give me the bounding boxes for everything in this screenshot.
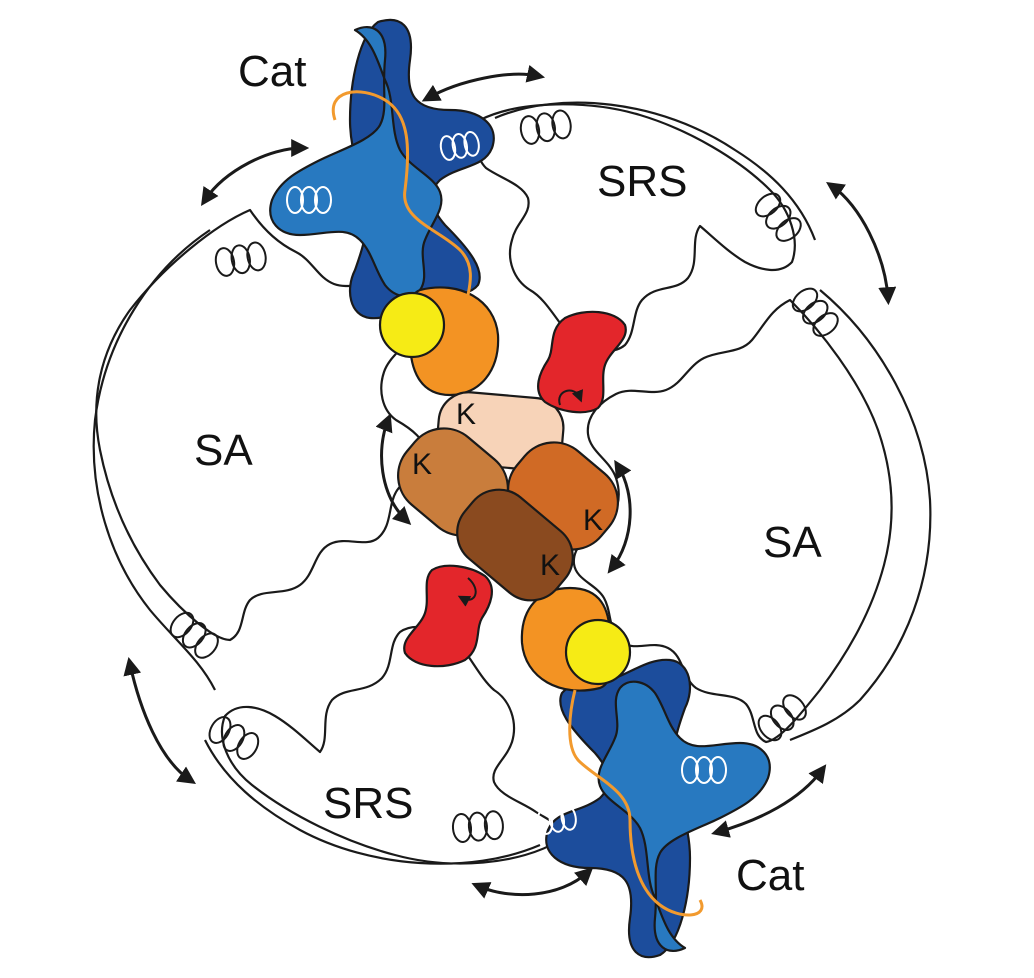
label-sa-right: SA — [763, 518, 822, 567]
double-arrows — [123, 64, 897, 899]
helix-icon — [169, 611, 219, 659]
double-arrow-icon — [607, 459, 632, 574]
outer-ring-right — [789, 289, 932, 742]
srs-bottom-domain — [220, 625, 563, 865]
red-domains — [403, 310, 627, 668]
kinase-domain-4 — [456, 488, 574, 602]
outer-ring-top — [494, 101, 817, 241]
helix-icon — [519, 109, 572, 145]
cat-top-light — [269, 26, 443, 298]
helix-icon — [439, 130, 480, 161]
helix-icon — [791, 287, 839, 337]
outer-ring-bottom — [204, 739, 541, 865]
label-sa-left: SA — [194, 426, 253, 475]
curl-arrow-top — [558, 389, 584, 406]
linker-bottom — [568, 689, 704, 917]
white-domains — [92, 101, 932, 865]
helix-icon — [754, 192, 802, 242]
double-arrow-icon — [826, 181, 897, 306]
helix-icon — [536, 804, 577, 835]
double-arrow-icon — [375, 413, 412, 525]
label-cat-top: Cat — [238, 47, 306, 96]
yellow-domain-top — [378, 291, 446, 359]
kinase-domains — [397, 391, 619, 602]
cat-bottom-light — [597, 680, 771, 952]
label-srs-top: SRS — [597, 157, 687, 206]
curl-arrow-bottom — [457, 577, 477, 607]
double-arrow-icon — [123, 656, 196, 784]
cat-top-domain — [269, 18, 495, 320]
linker-top — [331, 90, 472, 296]
helix-icon — [757, 694, 807, 742]
label-kinase-2: K — [412, 448, 432, 481]
label-kinase-1: K — [456, 398, 476, 431]
helix-icon — [214, 241, 267, 277]
cat-bottom-domain — [545, 658, 771, 959]
double-arrow-icon — [201, 139, 310, 206]
linkers — [331, 90, 704, 917]
outer-ring-left — [92, 229, 216, 691]
red-domain-bottom — [403, 564, 493, 668]
label-kinase-4: K — [540, 549, 560, 582]
helix-icon — [208, 716, 260, 760]
white-helices — [169, 109, 839, 843]
label-kinase-3: K — [583, 504, 603, 537]
label-cat-bottom: Cat — [736, 851, 804, 900]
double-arrow-icon — [421, 64, 546, 102]
label-srs-bottom: SRS — [323, 779, 413, 828]
yellow-domain-bottom — [564, 618, 632, 686]
red-domain-top — [537, 310, 627, 414]
double-arrow-icon — [711, 764, 827, 838]
double-arrow-icon — [471, 867, 594, 899]
srs-top-domain — [474, 103, 796, 352]
helix-icon — [451, 810, 504, 843]
